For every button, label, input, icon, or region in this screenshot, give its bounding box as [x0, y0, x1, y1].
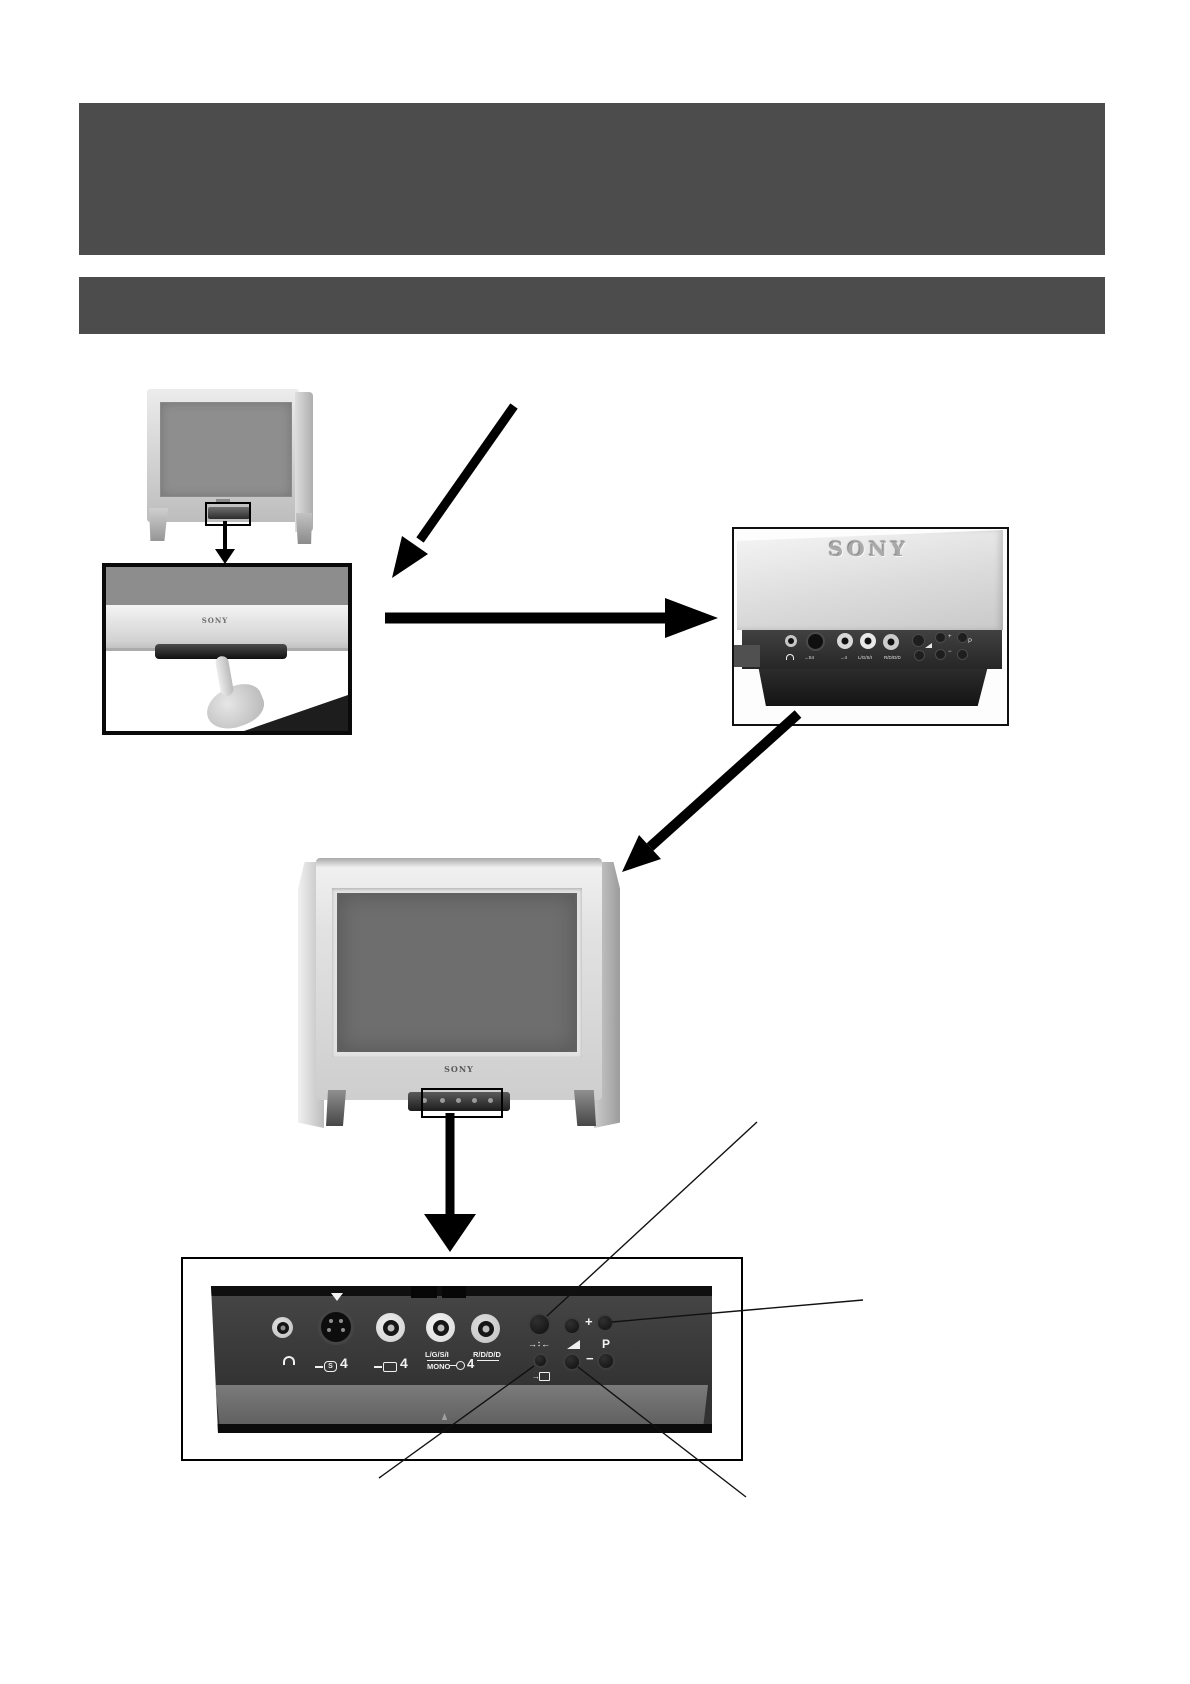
title-banner [79, 103, 1105, 255]
sony-embossed-logo: SONY [828, 537, 910, 561]
mini-minus-label: − [948, 649, 952, 655]
mini-input-button [914, 650, 925, 661]
audio-left-underline [427, 1360, 450, 1362]
volume-down-button [563, 1353, 581, 1371]
mini-audio-right-jack [883, 634, 899, 650]
svideo-box-icon: S [324, 1361, 337, 1372]
program-up-button [596, 1314, 614, 1332]
panel-open-photo: SONY [102, 563, 352, 735]
mini-svideo-jack [806, 632, 825, 651]
small-tv-side-panel [295, 392, 313, 532]
alignment-triangle-icon [331, 1293, 343, 1301]
panel-bottom-edge [211, 1424, 712, 1433]
audio-right-label: R/D/D/D [473, 1350, 501, 1359]
small-tv-screen [160, 402, 292, 497]
mini-menu-button [912, 634, 925, 647]
arrow-diagonal-top [392, 403, 518, 578]
mini-program-down-button [957, 649, 968, 660]
large-tv-sony-logo: SONY [444, 1064, 474, 1074]
open-panel-door [758, 669, 988, 706]
mini-svideo-label: →S4 [804, 655, 815, 660]
audio-right-underline [477, 1360, 499, 1362]
mini-svideo-arrow: → [804, 655, 809, 660]
arrow-small-tv-to-photo [215, 521, 235, 564]
photo-pointing-finger [214, 655, 235, 697]
svideo-arrow-icon [315, 1366, 323, 1368]
mini-volume-down-button [935, 649, 946, 660]
photo-panel-door [155, 644, 287, 659]
large-tv-left-foot [326, 1090, 346, 1126]
small-tv-panel-highlight-box [205, 502, 251, 526]
small-tv-logo-mark [216, 499, 230, 502]
photo-sony-logo: SONY [201, 616, 229, 625]
plus-label: + [585, 1314, 593, 1329]
subtitle-banner [79, 277, 1105, 334]
mini-program-up-button [957, 632, 968, 643]
video-in-jack [376, 1313, 405, 1342]
arrow-diagonal-to-big-tv [622, 710, 802, 872]
menu-icon: →∶← [528, 1339, 551, 1349]
mini-volume-up-button [935, 632, 946, 643]
audio-left-jack [426, 1313, 455, 1342]
small-tv-right-foot [295, 513, 313, 544]
mini-video-jack [837, 633, 853, 649]
panel-hinge-tab [442, 1286, 466, 1298]
program-label: P [602, 1337, 611, 1351]
tv-bottom-silver [737, 530, 1003, 630]
video-box-icon [383, 1362, 397, 1372]
photo-tv-bezel [106, 605, 348, 650]
large-tv-screen [337, 893, 577, 1052]
panel-hinge-tab [411, 1286, 437, 1298]
audio-left-label: L/G/S/I [425, 1350, 449, 1359]
mini-volume-icon [925, 643, 932, 648]
headphone-icon [283, 1356, 295, 1365]
large-tv-panel-highlight-box [421, 1088, 503, 1118]
panel-left-cap [734, 645, 760, 667]
mini-headphone-icon [786, 654, 794, 660]
input-select-button [533, 1353, 548, 1368]
large-tv-right-foot [574, 1090, 596, 1126]
audio-circle-icon [456, 1361, 465, 1370]
mini-audio-left-jack [860, 633, 876, 649]
open-panel-photo-box: SONY + P − →S4 →4 L/G/S/I R/D/D/D [732, 527, 1009, 726]
audio-mono-label: MONO [427, 1362, 451, 1371]
svideo-number-label: 4 [340, 1355, 348, 1371]
mini-video-label: →4 [840, 655, 848, 660]
audio-right-jack [471, 1314, 500, 1343]
panel-door-open [215, 1385, 708, 1428]
small-tv-front-panel [208, 507, 250, 519]
volume-icon [567, 1340, 580, 1349]
headphone-jack [272, 1317, 293, 1338]
arrow-big-tv-to-detail [424, 1113, 476, 1252]
large-tv-front-panel [408, 1092, 510, 1111]
program-down-button [597, 1352, 615, 1370]
volume-up-button [563, 1317, 581, 1335]
video-arrow-icon [374, 1366, 382, 1368]
mini-program-label: P [968, 639, 973, 645]
video-number-label: 4 [400, 1355, 408, 1371]
mini-audio-left-label: L/G/S/I [858, 655, 873, 660]
mini-audio-right-label: R/D/D/D [884, 655, 901, 660]
small-tv-left-foot [149, 508, 168, 541]
mini-connector-panel: + P − →S4 →4 L/G/S/I R/D/D/D [742, 630, 1002, 669]
input-select-icon: → [532, 1372, 550, 1381]
mini-headphone-jack [785, 635, 797, 647]
svideo-jack [318, 1309, 354, 1345]
front-panel-photo: S 4 4 L/G/S/I MONO 4 R/D/D/D →∶← → + − P [211, 1286, 712, 1433]
photo-tv-screen-edge [106, 567, 348, 605]
audio-number-label: 4 [467, 1356, 475, 1371]
mini-plus-label: + [948, 634, 952, 640]
minus-label: − [586, 1351, 594, 1366]
arrow-horizontal-to-panel [385, 598, 718, 638]
menu-button [528, 1313, 551, 1336]
